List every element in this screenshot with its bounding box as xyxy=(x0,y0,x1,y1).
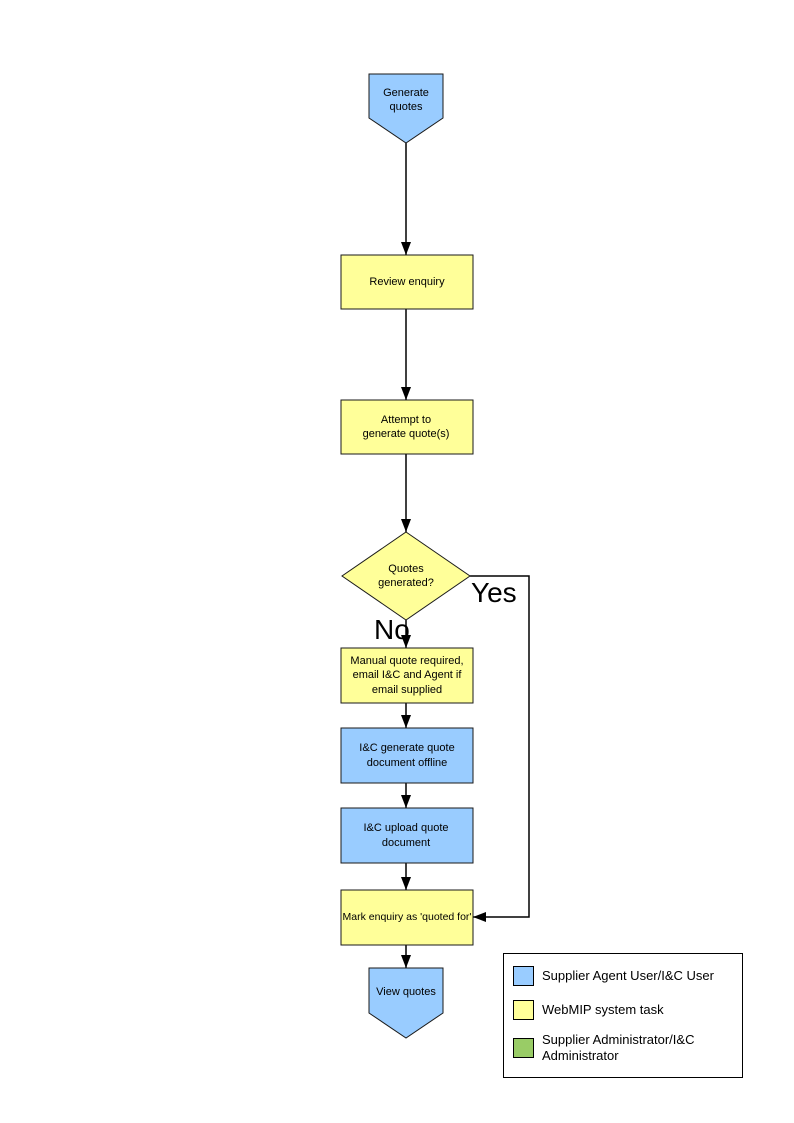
process-review-enquiry-label: Review enquiry xyxy=(369,275,445,288)
legend-item-system: WebMIP system task xyxy=(513,1000,722,1020)
no-branch-label: No xyxy=(374,614,410,645)
legend-swatch-yellow xyxy=(513,1000,534,1020)
process-manual-quote-shape xyxy=(340,647,474,704)
decision-quotes-generated-shape xyxy=(341,531,471,621)
edge-decision-yes xyxy=(470,575,530,922)
process-generate-offline-shape xyxy=(340,727,474,784)
legend-item-admin: Supplier Administrator/I&C Administrator xyxy=(513,1032,722,1065)
process-attempt-generate-label: Attempt to generate quote(s) xyxy=(362,413,450,440)
end-terminator-shape xyxy=(368,967,444,1039)
legend-label: WebMIP system task xyxy=(542,1001,664,1017)
legend-box: Supplier Agent User/I&C User WebMIP syst… xyxy=(503,953,743,1078)
process-upload-quote-shape xyxy=(340,807,474,864)
process-review-enquiry-shape xyxy=(340,254,474,310)
start-terminator-shape xyxy=(368,73,444,144)
legend-item-user: Supplier Agent User/I&C User xyxy=(513,966,722,986)
process-upload-quote-label: I&C upload quote document xyxy=(363,822,449,849)
process-generate-offline-label: I&C generate quote document offline xyxy=(359,742,455,769)
legend-label: Supplier Agent User/I&C User xyxy=(542,967,714,983)
process-mark-enquiry-shape xyxy=(340,889,474,946)
process-attempt-generate-shape xyxy=(340,399,474,455)
end-terminator-label: View quotes xyxy=(376,985,436,998)
decision-quotes-generated-label: Quotes generated? xyxy=(378,562,434,589)
process-manual-quote-label: Manual quote required, email I&C and Age… xyxy=(350,655,464,696)
yes-branch-label: Yes xyxy=(471,577,517,608)
process-mark-enquiry-label: Mark enquiry as 'quoted for' xyxy=(342,910,472,923)
legend-swatch-blue xyxy=(513,966,534,986)
legend-swatch-green xyxy=(513,1038,534,1059)
legend-label: Supplier Administrator/I&C Administrator xyxy=(542,1032,695,1064)
start-terminator-label: Generate quotes xyxy=(383,86,429,113)
